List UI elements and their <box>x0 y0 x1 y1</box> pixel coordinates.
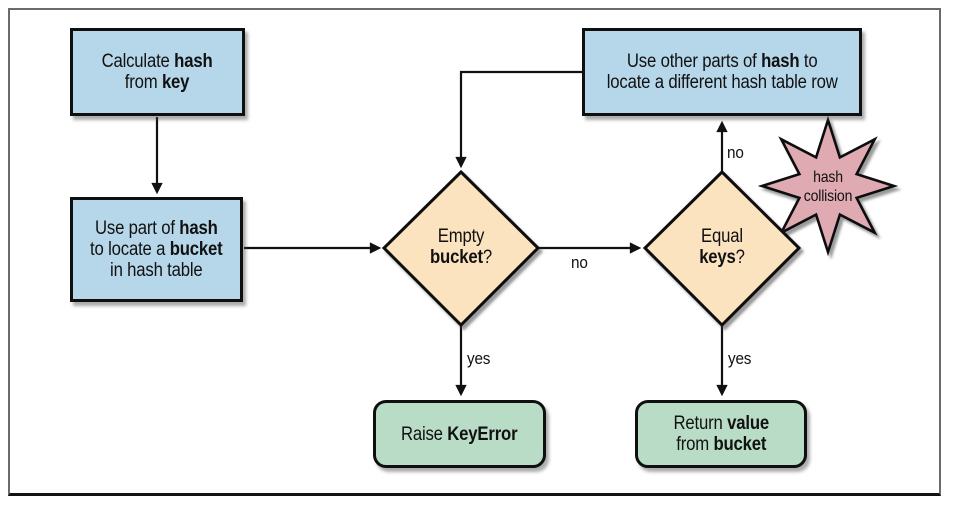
node-raise-keyerror-text: Raise KeyError <box>401 423 518 445</box>
node-return-value-text: Return value from bucket <box>673 413 769 455</box>
text-segment-bold: key <box>162 72 190 93</box>
text-segment: Use part of <box>95 218 180 239</box>
node-rehash-text: Use other parts of hash to locate a diff… <box>607 51 838 93</box>
text-segment: Use other parts of <box>626 51 761 72</box>
text-segment-bold: hash <box>179 218 218 239</box>
edge-rehash-to-empty <box>455 70 582 169</box>
node-calculate-hash: Calculate hash from key <box>70 28 245 116</box>
node-return-value: Return value from bucket <box>635 400 807 468</box>
text-segment: Raise <box>401 423 448 445</box>
text-segment: Calculate <box>102 51 175 72</box>
text-segment: in hash table <box>110 260 203 281</box>
text-segment-bold: bucket <box>713 434 767 455</box>
text-segment: from <box>675 434 714 455</box>
text-segment-bold: KeyError <box>447 423 518 445</box>
node-locate-bucket: Use part of hash to locate a bucket in h… <box>70 197 243 302</box>
decision-equal-keys-shape <box>642 169 802 328</box>
text-segment-bold: bucket <box>169 239 223 260</box>
node-raise-keyerror: Raise KeyError <box>373 400 546 468</box>
text-segment: to locate a <box>90 239 170 260</box>
text-segment: from <box>125 72 163 93</box>
node-locate-bucket-text: Use part of hash to locate a bucket in h… <box>90 218 223 281</box>
node-rehash: Use other parts of hash to locate a diff… <box>582 28 862 116</box>
node-calculate-hash-text: Calculate hash from key <box>102 51 213 93</box>
text-segment: to <box>799 51 818 72</box>
text-segment-bold: hash <box>760 51 800 72</box>
hash-collision-burst-shape <box>757 115 899 257</box>
text-segment-bold: value <box>726 413 769 434</box>
text-segment: locate a different hash table row <box>606 72 838 93</box>
text-segment: Return <box>673 413 727 434</box>
decision-empty-bucket-shape <box>381 169 541 328</box>
text-segment-bold: hash <box>174 51 213 72</box>
